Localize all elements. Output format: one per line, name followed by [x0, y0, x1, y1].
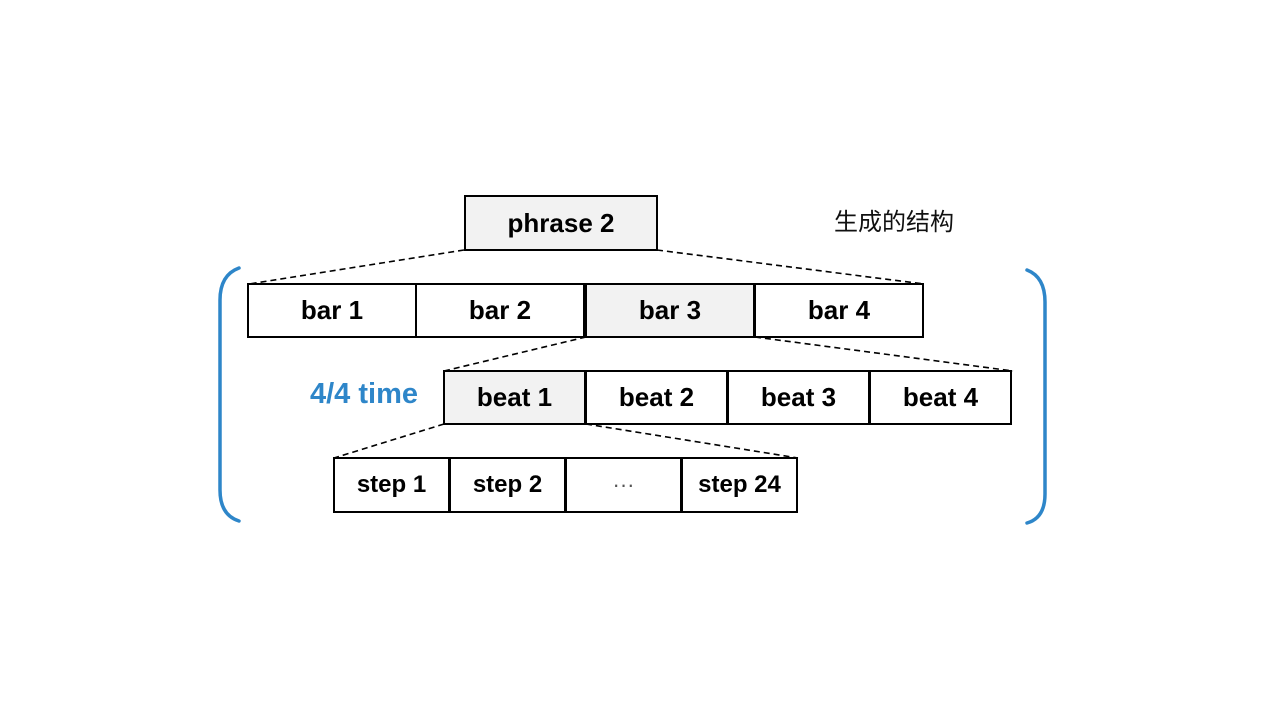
beat-3: beat 3: [727, 370, 870, 425]
structure-label: 生成的结构: [834, 208, 954, 236]
bar-4: bar 4: [754, 283, 924, 338]
bar-1: bar 1: [247, 283, 417, 338]
bar-2: bar 2: [415, 283, 585, 338]
step-24: step 24: [681, 457, 798, 513]
phrase-left-dash: [248, 249, 465, 285]
beat1-left-dash: [333, 423, 445, 459]
time-signature-label: 4/4 time: [310, 378, 418, 410]
beat-1: beat 1: [443, 370, 586, 425]
bar3-right-dash: [754, 336, 1014, 372]
bar3-left-dash: [443, 336, 587, 372]
step-2: step 2: [449, 457, 566, 513]
right-bracket: [1025, 268, 1047, 525]
beat-2: beat 2: [585, 370, 728, 425]
bar-3: bar 3: [585, 283, 755, 338]
phrase-box: phrase 2: [464, 195, 658, 251]
phrase-right-dash: [656, 249, 925, 285]
step-ellipsis: ···: [565, 457, 682, 513]
left-bracket: [218, 266, 241, 523]
step-1: step 1: [333, 457, 450, 513]
beat-4: beat 4: [869, 370, 1012, 425]
beat1-right-dash: [585, 423, 799, 459]
